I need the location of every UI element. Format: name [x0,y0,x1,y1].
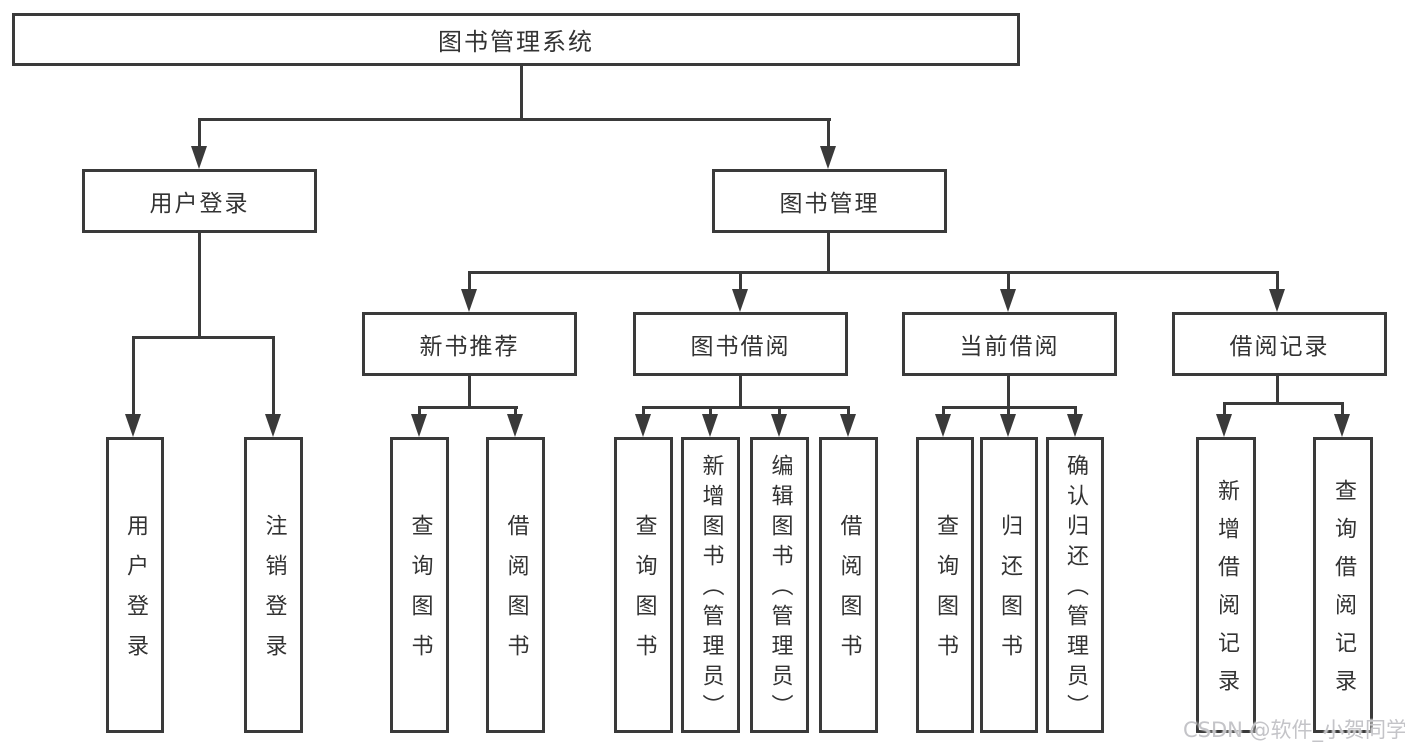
node-label: 新增图书（管理员） [698,454,724,724]
connector-line [418,406,421,416]
node-label: 注销登录 [261,514,287,674]
connector-line [739,376,742,409]
leaf-cb-query-books: 查询图书 [916,437,974,733]
connector-line [642,406,645,416]
node-user-login: 用户登录 [82,169,317,233]
connector-line [1007,406,1010,416]
connector-line [514,406,517,416]
connector-line [198,233,201,336]
connector-line [1276,376,1279,405]
connector-line [1007,271,1010,291]
leaf-nr-query-books: 查询图书 [390,437,449,733]
arrow-down-icon [1334,414,1350,437]
connector-line [942,406,945,416]
connector-line [709,406,712,416]
node-label: 借阅图书 [503,514,529,674]
node-book-borrow: 图书借阅 [633,312,848,376]
node-label: 图书借阅 [690,334,791,360]
leaf-br-add-record: 新增借阅记录 [1196,437,1256,733]
leaf-bb-query-books: 查询图书 [614,437,673,733]
connector-line [468,271,471,291]
arrow-down-icon [840,414,856,437]
connector-line [778,406,781,416]
connector-line [642,406,850,409]
node-label: 查询图书 [631,514,657,674]
arrow-down-icon [935,414,951,437]
connector-line [827,118,830,148]
leaf-bb-add-books-admin: 新增图书（管理员） [681,437,740,733]
node-label: 查询图书 [933,514,958,674]
leaf-logout: 注销登录 [244,437,303,733]
leaf-nr-borrow-books: 借阅图书 [486,437,545,733]
node-label: 图书管理系统 [438,28,594,56]
node-label: 用户登录 [149,191,250,217]
arrow-down-icon [820,146,836,169]
connector-line [739,271,742,291]
node-label: 确认归还（管理员） [1063,454,1088,724]
node-new-book-recommend: 新书推荐 [362,312,577,376]
connector-line [1341,402,1344,416]
node-label: 查询图书 [407,514,433,674]
connector-line [1223,402,1344,405]
node-label: 新书推荐 [419,334,520,360]
arrow-down-icon [461,289,477,312]
arrow-down-icon [1067,414,1083,437]
arrow-down-icon [635,414,651,437]
connector-line [1223,402,1226,416]
watermark: CSDN @软件_小贺同学 [1183,718,1405,742]
connector-line [418,406,518,409]
arrow-down-icon [1000,414,1016,437]
arrow-down-icon [702,414,718,437]
leaf-user-login: 用户登录 [106,437,164,733]
node-label: 借阅记录 [1229,334,1330,360]
node-label: 图书管理 [779,191,880,217]
node-label: 归还图书 [997,514,1022,674]
connector-line [272,336,275,415]
node-borrow-records: 借阅记录 [1172,312,1387,376]
connector-line [468,376,471,409]
connector-line [520,66,523,118]
node-label: 编辑图书（管理员） [767,454,793,724]
arrow-down-icon [507,414,523,437]
leaf-cb-return-books: 归还图书 [980,437,1038,733]
node-root-library-management-system: 图书管理系统 [12,13,1020,66]
arrow-down-icon [732,289,748,312]
connector-line [198,118,201,148]
connector-line [827,233,830,274]
node-label: 当前借阅 [959,334,1060,360]
connector-line [1074,406,1077,416]
arrow-down-icon [1216,414,1232,437]
leaf-bb-borrow-books: 借阅图书 [819,437,878,733]
arrow-down-icon [771,414,787,437]
connector-line [468,271,1279,274]
arrow-down-icon [1000,289,1016,312]
connector-line [1007,376,1010,409]
node-label: 新增借阅记录 [1214,479,1239,707]
leaf-bb-edit-books-admin: 编辑图书（管理员） [750,437,809,733]
node-label: 借阅图书 [836,514,862,674]
connector-line [132,336,275,339]
arrow-down-icon [125,414,141,437]
arrow-down-icon [1269,289,1285,312]
arrow-down-icon [191,146,207,169]
arrow-down-icon [411,414,427,437]
node-current-borrow: 当前借阅 [902,312,1117,376]
leaf-br-query-record: 查询借阅记录 [1313,437,1373,733]
connector-line [847,406,850,416]
node-label: 用户登录 [123,514,148,674]
connector-line [132,336,135,415]
connector-line [198,118,831,121]
arrow-down-icon [265,414,281,437]
node-book-management: 图书管理 [712,169,947,233]
leaf-cb-confirm-return-admin: 确认归还（管理员） [1046,437,1104,733]
node-label: 查询借阅记录 [1331,479,1356,707]
connector-line [1276,271,1279,291]
